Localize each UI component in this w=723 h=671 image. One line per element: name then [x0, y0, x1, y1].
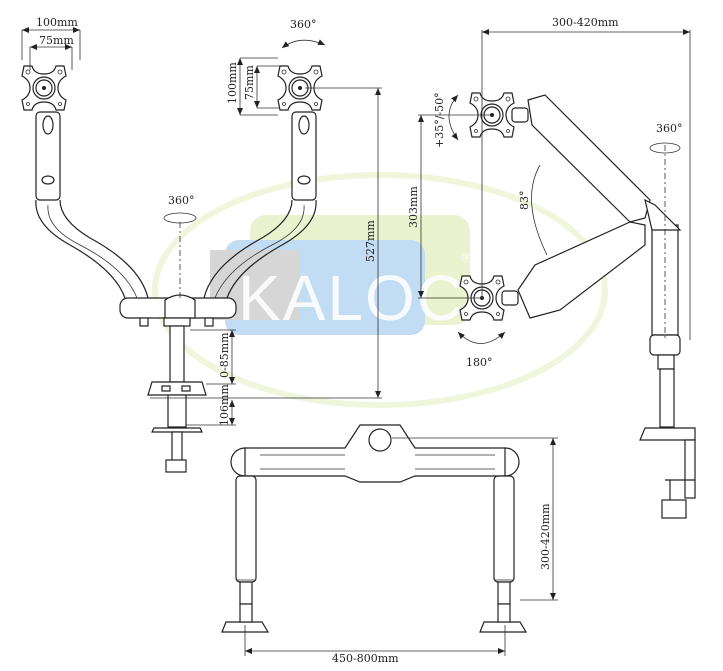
dim-vertical-travel: 303mm	[407, 186, 420, 228]
dim-max-height-527: 527mm	[364, 220, 377, 262]
label-pole-rotation-360: 360°	[168, 194, 195, 207]
dim-vesa-height-100: 100mm	[226, 62, 239, 104]
dim-reach: 300-420mm	[552, 16, 619, 29]
dim-vesa-width-75: 75mm	[39, 34, 74, 47]
dim-width-range: 450-800mm	[332, 652, 399, 665]
label-arm-angle: 83°	[518, 191, 531, 211]
dim-clamp-thickness: 106mm	[218, 384, 231, 426]
top-view: 300-420mm 450-800mm	[221, 424, 558, 665]
dim-depth: 300-420mm	[539, 503, 552, 570]
vesa-plate-left	[21, 65, 67, 111]
label-tilt-range: +35°/-50°	[433, 92, 446, 148]
dim-vesa-width-100: 100mm	[36, 16, 78, 29]
label-swivel-360: 360°	[656, 122, 683, 135]
label-rotation-360-top: 360°	[290, 18, 317, 31]
side-view: 300-420mm 303mm +35°/-50° 83° 360° 180°	[407, 16, 696, 519]
label-rotation-180: 180°	[466, 356, 493, 369]
watermark-registered: ®	[462, 251, 471, 265]
front-view: 100mm 75mm 100mm 75mm 360° 360° 527mm 0-…	[21, 16, 382, 473]
dim-height-adjust: 0-85mm	[218, 332, 231, 378]
dim-vesa-height-75: 75mm	[243, 65, 256, 100]
